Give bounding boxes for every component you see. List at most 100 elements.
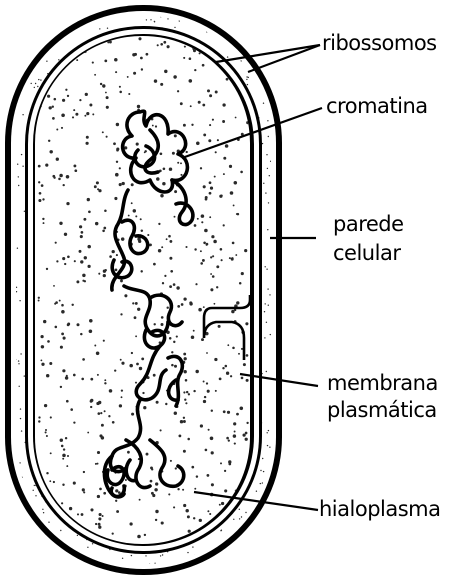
ribosome-dot — [141, 229, 143, 231]
wall-grain — [269, 294, 270, 295]
ribosome-dot — [61, 445, 64, 448]
ribosome-dot — [236, 301, 239, 304]
wall-grain — [34, 87, 35, 88]
ribosome-dot — [183, 57, 185, 59]
wall-grain — [46, 61, 47, 62]
ribosome-dot — [106, 106, 109, 109]
ribosome-dot — [143, 406, 146, 409]
ribosome-dot — [170, 270, 173, 273]
ribosome-dot — [213, 240, 217, 244]
ribosome-dot — [42, 218, 44, 220]
ribosome-dot — [174, 75, 177, 78]
ribosome-dot — [178, 434, 181, 437]
ribosome-dot — [154, 79, 157, 82]
ribosome-dot — [215, 91, 218, 94]
ribosome-dot — [116, 149, 119, 152]
ribosome-dot — [161, 521, 164, 524]
ribosome-dot — [82, 488, 85, 491]
label-ribossomos: ribossomos — [322, 30, 437, 57]
ribosome-dot — [236, 413, 239, 416]
ribosome-dot — [40, 359, 42, 361]
wall-grain — [167, 18, 168, 19]
ribosome-dot — [73, 109, 75, 111]
ribosome-dot — [206, 244, 208, 246]
ribosome-dot — [246, 379, 249, 382]
ribosome-dot — [160, 194, 163, 197]
ribosome-dot — [44, 404, 47, 407]
ribosome-dot — [245, 322, 248, 325]
ribosome-dot — [98, 526, 101, 529]
ribosome-dot — [231, 257, 234, 260]
ribosome-dot — [215, 390, 217, 392]
ribosome-dot — [196, 142, 200, 146]
ribosome-dot — [98, 517, 101, 520]
ribosome-dot — [216, 265, 219, 268]
wall-grain — [22, 114, 23, 115]
ribosome-dot — [182, 489, 184, 491]
wall-grain — [46, 40, 47, 41]
wall-grain — [87, 547, 88, 548]
ribosome-dot — [138, 535, 140, 537]
ribosome-dot — [70, 408, 73, 411]
ribosome-dot — [162, 282, 164, 284]
ribosome-dot — [154, 323, 156, 325]
wall-grain — [262, 71, 263, 72]
ribosome-dot — [119, 86, 121, 88]
ribosome-dot — [38, 297, 40, 299]
wall-grain — [271, 42, 272, 43]
ribosome-dot — [160, 43, 163, 46]
wall-grain — [211, 564, 212, 565]
wall-grain — [262, 458, 263, 459]
ribosome-dot — [246, 354, 249, 357]
ribosome-dot — [76, 59, 78, 61]
ribosome-dot — [89, 330, 93, 334]
ribosome-dot — [137, 237, 141, 241]
wall-grain — [266, 154, 267, 155]
ribosome-dot — [161, 246, 163, 248]
ribosome-dot — [72, 116, 74, 118]
ribosome-dot — [81, 378, 84, 381]
wall-grain — [262, 143, 263, 144]
ribosome-dot — [87, 245, 91, 249]
ribosome-dot — [218, 325, 221, 328]
ribosome-dot — [155, 482, 158, 485]
wall-grain — [28, 18, 29, 19]
wall-grain — [267, 288, 268, 289]
ribosome-dot — [174, 365, 177, 368]
ribosome-dot — [92, 62, 94, 64]
ribosome-dot — [234, 181, 238, 185]
ribosome-dot — [119, 404, 122, 407]
wall-grain — [265, 266, 266, 267]
ribosome-dot — [152, 125, 154, 127]
ribosome-dot — [58, 178, 61, 181]
ribosome-dot — [224, 489, 227, 492]
ribosome-dot — [135, 302, 138, 305]
ribosome-dot — [131, 352, 133, 354]
ribosome-dot — [97, 374, 99, 376]
ribosome-dot — [201, 221, 203, 223]
wall-grain — [150, 19, 151, 20]
ribosome-dot — [241, 272, 244, 275]
wall-grain — [245, 512, 246, 513]
ribosome-dot — [177, 162, 179, 164]
wall-grain — [21, 430, 22, 431]
ribosome-dot — [198, 101, 201, 104]
ribosome-dot — [102, 230, 105, 233]
wall-grain — [12, 46, 13, 47]
ribosome-dot — [67, 455, 69, 457]
ribosome-dot — [86, 112, 89, 115]
ribosome-dot — [173, 506, 175, 508]
ribosome-dot — [189, 79, 193, 83]
ribosome-dot — [191, 466, 194, 469]
ribosome-dot — [220, 462, 222, 464]
ribosome-dot — [150, 480, 153, 483]
ribosome-dot — [183, 417, 185, 419]
ribosome-dot — [188, 530, 191, 533]
ribosome-dot — [103, 227, 106, 230]
ribosome-dot — [233, 422, 236, 425]
ribosome-dot — [98, 523, 101, 526]
ribosome-dot — [239, 282, 242, 285]
wall-grain — [241, 516, 242, 517]
ribosome-dot — [232, 347, 235, 350]
ribosome-dot — [209, 192, 212, 195]
